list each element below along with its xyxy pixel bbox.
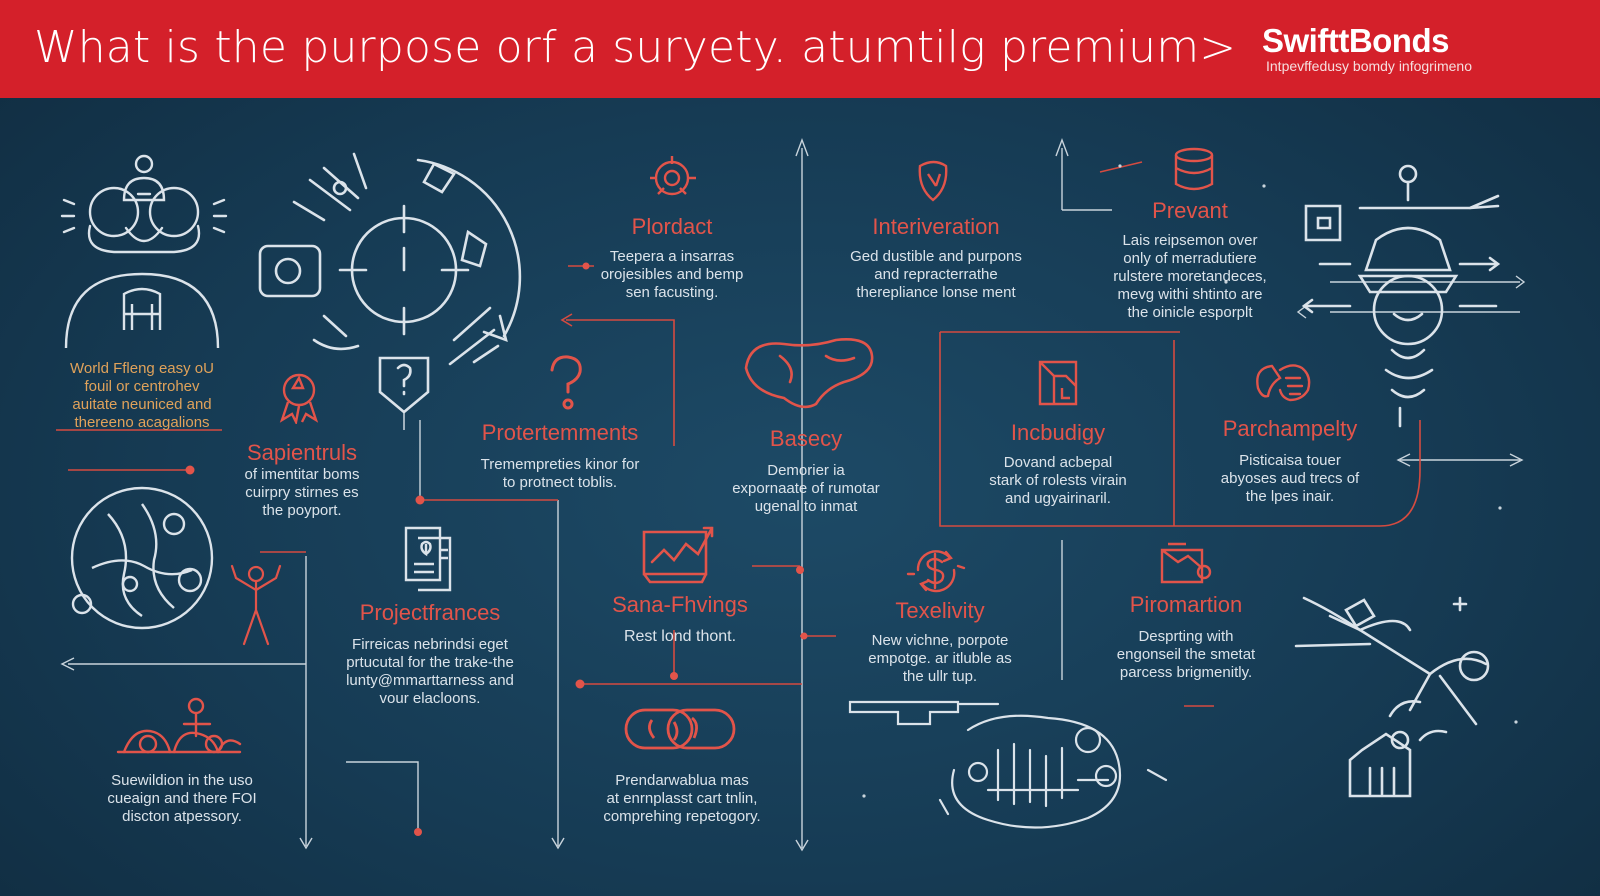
brand-tagline: Intpevffedusy bomdy infogrimeno — [1266, 58, 1472, 74]
shield-check-icon — [918, 160, 948, 202]
organ-icon — [744, 338, 874, 409]
texelivity-label: Texelivity — [895, 598, 985, 623]
globe-network-icon — [70, 486, 214, 630]
robot-figure-icon — [1301, 164, 1501, 428]
protertemments-label: Protertemments — [481, 420, 639, 445]
page-title: What is the purpose orf a suryety. atumt… — [34, 22, 1237, 73]
person-icon — [230, 564, 282, 646]
sana-fhvings-label: Sana-Fhvings — [612, 592, 748, 617]
team-network-icon — [60, 154, 228, 254]
parchampelty-label: Parchampelty — [1222, 416, 1358, 441]
documents-icon — [404, 526, 452, 592]
piromartion-label: Piromartion — [1129, 592, 1243, 617]
incbudigy-label: Incbudigy — [1010, 420, 1106, 445]
handshake-icon — [1256, 364, 1311, 402]
header-bar: What is the purpose orf a suryety. atumt… — [0, 0, 1600, 98]
question-icon — [550, 355, 582, 410]
chart-icon — [642, 526, 714, 584]
basecy-label: Basecy — [769, 426, 843, 451]
dollar-cycle-icon — [906, 550, 966, 593]
ribbon-badge-icon — [279, 373, 319, 424]
strategy-gear-icon — [258, 152, 522, 430]
city-map-icon — [848, 700, 1168, 829]
target-icon — [650, 156, 696, 196]
plordact-label: Plordact — [631, 214, 713, 239]
document-frame-icon — [1038, 360, 1078, 406]
database-icon — [1174, 147, 1214, 191]
map-icon — [1160, 542, 1212, 584]
brand-logo: SwifttBonds — [1262, 22, 1449, 59]
people-icon — [116, 697, 242, 754]
sapientruls-label: Sapientruls — [246, 440, 358, 465]
prevant-label: Prevant — [1152, 198, 1228, 223]
airplane-city-icon — [1294, 596, 1490, 798]
projectfrances-label: Projectfrances — [359, 600, 501, 625]
sana-fhvings-desc: Rest lond thont. — [623, 628, 737, 645]
scale-arch-icon — [64, 272, 220, 349]
chain-icon — [624, 708, 736, 750]
interiveration-label: Interiveration — [872, 214, 1000, 239]
